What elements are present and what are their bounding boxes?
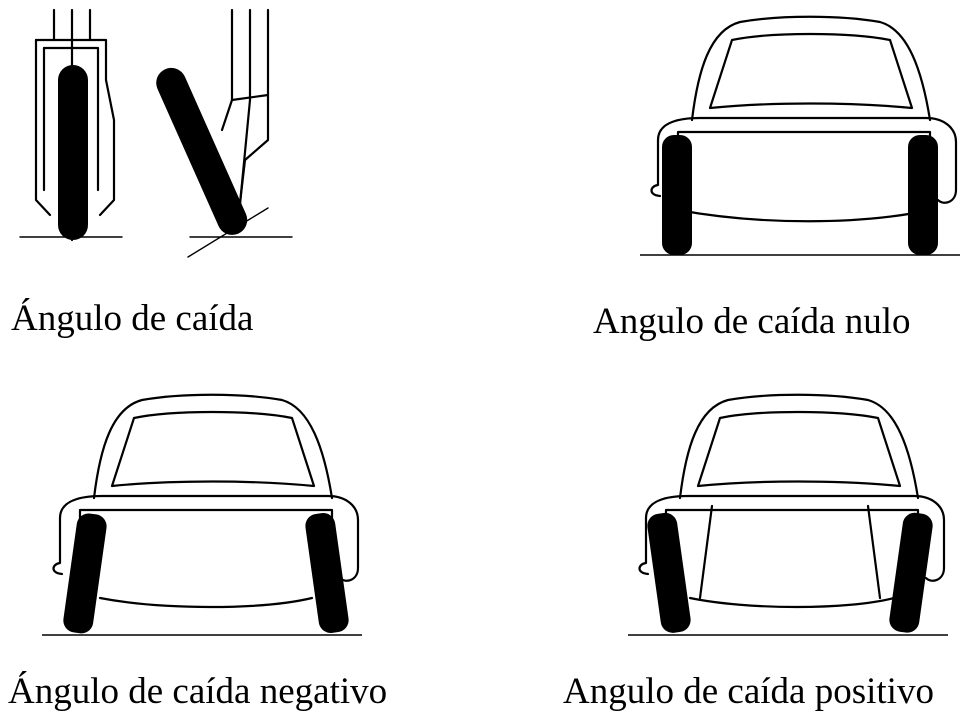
caption-negative-camber: Ángulo de caída negativo — [8, 671, 388, 712]
camber-angle-illustration — [0, 0, 320, 270]
caption-camber-angle: Ángulo de caída — [11, 298, 254, 339]
caption-positive-camber: Angulo de caída positivo — [563, 671, 934, 712]
positive-camber-car — [628, 388, 948, 648]
tilted-wheel — [156, 8, 293, 258]
upright-wheel — [19, 8, 123, 242]
zero-camber-car — [640, 10, 960, 270]
negative-camber-car — [42, 388, 362, 648]
caption-zero-camber: Angulo de caída nulo — [593, 301, 911, 342]
